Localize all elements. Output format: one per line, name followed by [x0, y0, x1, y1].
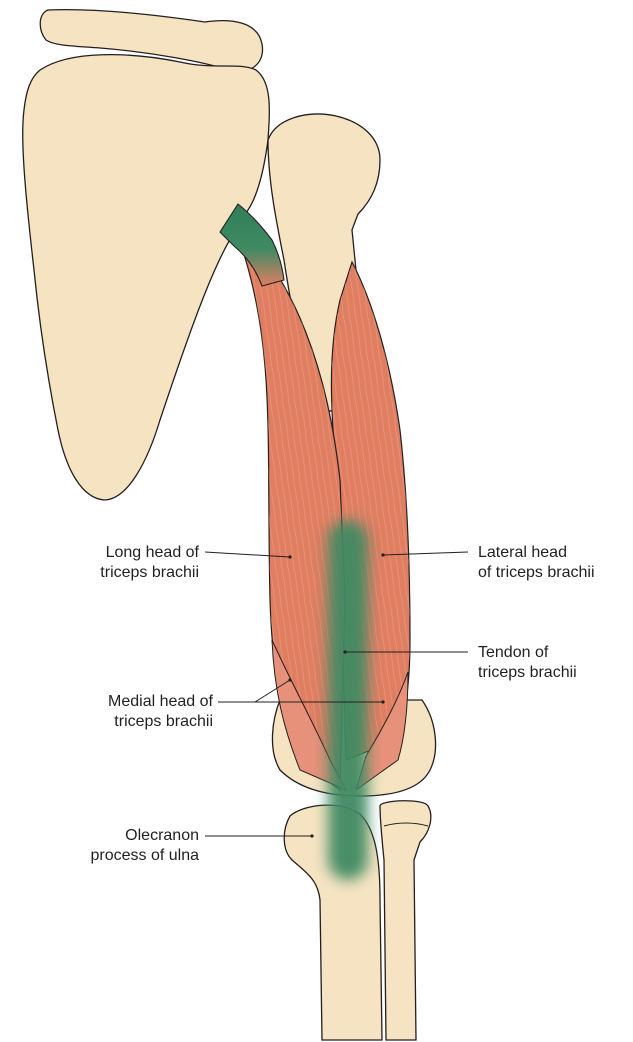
label-long-head-line1: Long head of — [100, 543, 199, 563]
label-olecranon-line1: Olecranon — [90, 826, 199, 846]
label-olecranon: Olecranon process of ulna — [90, 826, 199, 866]
label-medial-head: Medial head of triceps brachii — [108, 692, 213, 732]
label-olecranon-line2: process of ulna — [90, 846, 199, 866]
label-long-head: Long head of triceps brachii — [100, 543, 199, 583]
label-lateral-head: Lateral head of triceps brachii — [478, 543, 595, 583]
label-tendon-line1: Tendon of — [478, 643, 577, 663]
label-tendon: Tendon of triceps brachii — [478, 643, 577, 683]
triceps-tendon — [328, 520, 368, 880]
label-medial-head-line1: Medial head of — [108, 692, 213, 712]
label-medial-head-line2: triceps brachii — [108, 712, 213, 732]
label-tendon-line2: triceps brachii — [478, 663, 577, 683]
label-long-head-line2: triceps brachii — [100, 563, 199, 583]
scapula-bone — [23, 55, 270, 500]
label-lateral-head-line1: Lateral head — [478, 543, 595, 563]
radius-bone — [380, 801, 431, 1040]
label-lateral-head-line2: of triceps brachii — [478, 563, 595, 583]
